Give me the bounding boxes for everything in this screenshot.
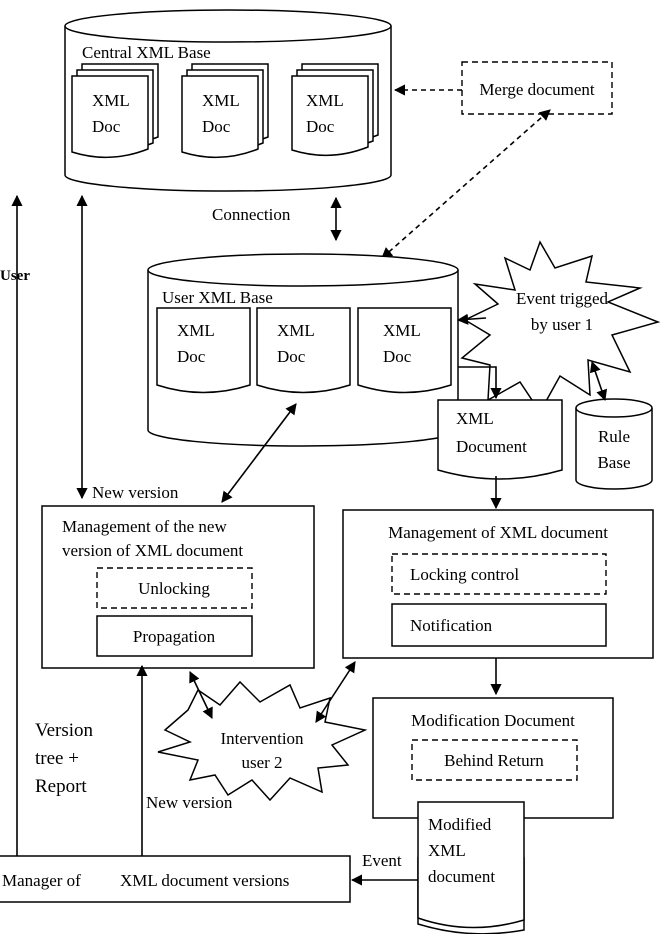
user-doc-3: XML Doc [357, 307, 452, 394]
event-label: Event [362, 851, 402, 870]
svg-text:Doc: Doc [306, 117, 335, 136]
svg-text:user 2: user 2 [241, 753, 282, 772]
svg-text:Management of XML document: Management of XML document [388, 523, 608, 542]
svg-text:version of XML document: version of XML document [62, 541, 243, 560]
svg-text:Merge document: Merge document [479, 80, 595, 99]
rule-base: Rule Base [575, 398, 653, 490]
modified-xml-document [417, 857, 525, 934]
svg-text:Unlocking: Unlocking [138, 579, 210, 598]
user-label: User [0, 268, 30, 284]
modification-document-box: Modification Document Behind Return [372, 697, 614, 819]
central-xml-base-title: Central XML Base [82, 43, 211, 62]
svg-text:XML: XML [456, 409, 494, 428]
propagation-box [96, 615, 253, 657]
version-tree-label-2: tree + [35, 748, 79, 769]
version-tree-label-3: Report [35, 776, 87, 797]
svg-text:Doc: Doc [177, 347, 206, 366]
svg-text:XML: XML [202, 91, 240, 110]
svg-text:XML document versions: XML document versions [120, 871, 289, 890]
manager-box: Manager of XML document versions [0, 855, 351, 903]
svg-text:Doc: Doc [383, 347, 412, 366]
xml-document: XML Document [437, 399, 563, 480]
new-version-top-label: New version [92, 483, 179, 502]
svg-text:XML: XML [177, 321, 215, 340]
event-user1-starburst: Event trigged by user 1 [460, 240, 661, 414]
notification-box [391, 603, 607, 647]
svg-text:by user 1: by user 1 [531, 315, 593, 334]
mgmt-new-version-box: Management of the new version of XML doc… [41, 505, 315, 669]
mgmt-xml-document-box: Management of XML document Locking contr… [342, 509, 654, 659]
unlocking-box [96, 567, 253, 609]
svg-text:Intervention: Intervention [220, 729, 304, 748]
connection-label: Connection [212, 205, 291, 224]
svg-text:Rule: Rule [598, 427, 630, 446]
user-doc-1: XML Doc [156, 307, 251, 394]
svg-text:Doc: Doc [277, 347, 306, 366]
svg-text:Behind Return: Behind Return [444, 751, 544, 770]
svg-text:Manager of: Manager of [2, 871, 81, 890]
svg-text:Doc: Doc [92, 117, 121, 136]
locking-control-box [391, 553, 607, 595]
central-doc-3: XML Doc [291, 63, 379, 157]
intervention-user2-starburst: Intervention user 2 [157, 680, 368, 802]
svg-text:Locking control: Locking control [410, 565, 519, 584]
svg-text:Document: Document [456, 437, 527, 456]
user-xml-base-title: User XML Base [162, 288, 273, 307]
svg-text:XML: XML [277, 321, 315, 340]
behind-return-box [411, 739, 578, 781]
svg-text:Base: Base [597, 453, 630, 472]
new-version-bottom-label: New version [146, 793, 233, 812]
merge-document-box: Merge document [461, 61, 613, 115]
user-doc-2: XML Doc [256, 307, 351, 394]
svg-text:Event trigged: Event trigged [516, 289, 609, 308]
central-doc-1: XML Doc [71, 63, 159, 159]
svg-text:Notification: Notification [410, 616, 493, 635]
svg-text:XML: XML [92, 91, 130, 110]
svg-text:Management of the new: Management of the new [62, 517, 227, 536]
svg-text:XML: XML [383, 321, 421, 340]
svg-text:XML: XML [306, 91, 344, 110]
svg-text:Doc: Doc [202, 117, 231, 136]
central-doc-2: XML Doc [181, 63, 269, 159]
svg-text:Propagation: Propagation [133, 627, 216, 646]
svg-text:Modification Document: Modification Document [411, 711, 575, 730]
version-tree-label-1: Version [35, 720, 94, 741]
